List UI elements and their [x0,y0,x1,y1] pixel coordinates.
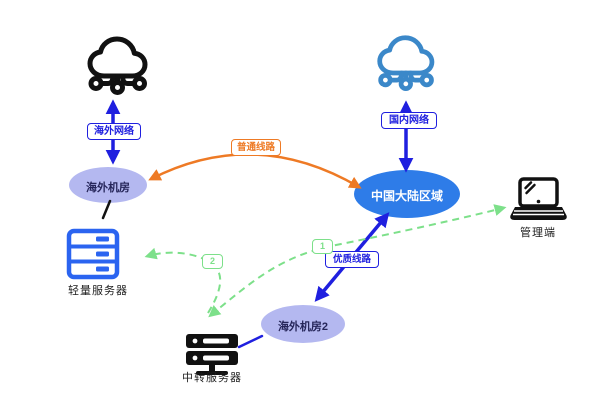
premium-line-label: 优质线路 [325,251,379,268]
admin-laptop-icon [510,177,567,220]
overseas-room2-label: 海外机房2 [277,321,329,333]
step-badge-2: 2 [202,254,223,269]
domestic-network-label: 国内网络 [381,112,437,129]
green-path-relay-to-light-server [144,247,222,314]
mainland-region-label: 中国大陆区域 [370,189,443,203]
normal-line-arrow [148,153,362,189]
overseas-network-label: 海外网络 [87,123,141,140]
light-server-label: 轻量服务器 [68,285,128,297]
overseas-cloud-network-icon [87,36,148,95]
admin-client-label: 管理端 [520,227,556,239]
light-server-rack-icon [66,228,120,280]
relay-server-stand-icon [186,334,238,375]
normal-line-label: 普通线路 [231,139,281,156]
relay-server-label: 中转服务器 [182,372,242,384]
step-badge-1: 1 [312,239,333,254]
green-path-relay-to-admin [208,204,507,318]
relay-to-overseas-room2-line [237,334,264,349]
domestic-cloud-network-icon [377,35,435,92]
overseas-room-to-light-server-line [101,199,112,220]
overseas-room-label: 海外机房 [86,182,130,194]
overseas-room-node [69,167,147,203]
